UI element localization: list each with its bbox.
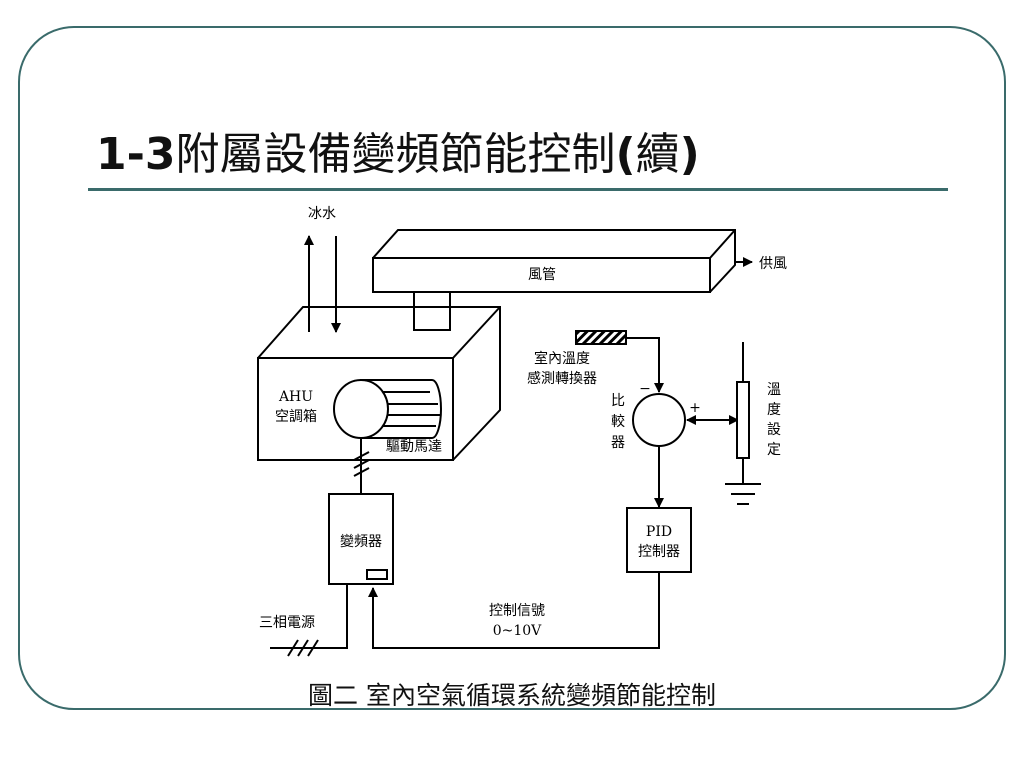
inverter-label: 變頻器 [340,534,382,550]
comparator-label-2: 較 [611,414,625,430]
three-phase-marks-motor [353,451,370,477]
sensor-label-line1: 室內溫度 [534,350,590,367]
setpoint-label-3: 設 [767,422,781,438]
comparator-label-1: 比 [611,393,625,409]
title-text: 附屬設備變頻節能控制 [175,129,616,180]
drive-motor [333,379,442,439]
title-underline [88,188,948,191]
setpoint-label-2: 度 [767,402,781,418]
temperature-sensor [575,330,627,345]
title-paren-close: ) [679,129,700,180]
comparator-circle [632,393,686,447]
supply-air-label: 供風 [759,256,787,272]
ahu-label-line1: AHU [278,389,313,405]
ahu-label-line2: 空調箱 [275,409,317,425]
sensor-signal-line [626,337,664,393]
motor-label: 驅動馬達 [386,439,442,455]
duct-connector [413,291,451,331]
chilled-water-label: 冰水 [308,206,336,222]
setpoint-label-4: 定 [767,442,781,458]
slide-frame [18,26,1006,710]
pid-label-line1: PID [646,524,672,540]
power-label: 三相電源 [259,615,315,631]
figure-caption: 圖二 室內空氣循環系統變頻節能控制 [308,681,716,710]
pid-controller-box [626,507,692,573]
three-phase-marks-power [287,639,319,657]
air-duct [372,229,736,293]
setpoint-potentiometer [725,342,761,505]
title-suffix-word: 續 [635,129,680,180]
comparator-minus-sign: − [639,381,651,397]
title-paren-open: ( [615,129,636,180]
comparator-label-3: 器 [611,435,625,451]
control-signal-label-line2: 0~10V [493,623,542,639]
comparator-plus-sign: + [689,400,701,416]
power-line [270,584,348,649]
sensor-label-line2: 感測轉換器 [527,370,597,387]
slide-title: 1-3附屬設備變頻節能控制(續) [96,128,700,182]
duct-label: 風管 [528,267,556,283]
inverter-terminal [366,569,388,580]
setpoint-label-1: 溫 [767,382,781,398]
title-number: 1-3 [96,129,176,180]
pid-label-line2: 控制器 [638,544,680,560]
control-signal-line [368,572,660,649]
control-signal-label-line1: 控制信號 [489,603,545,619]
